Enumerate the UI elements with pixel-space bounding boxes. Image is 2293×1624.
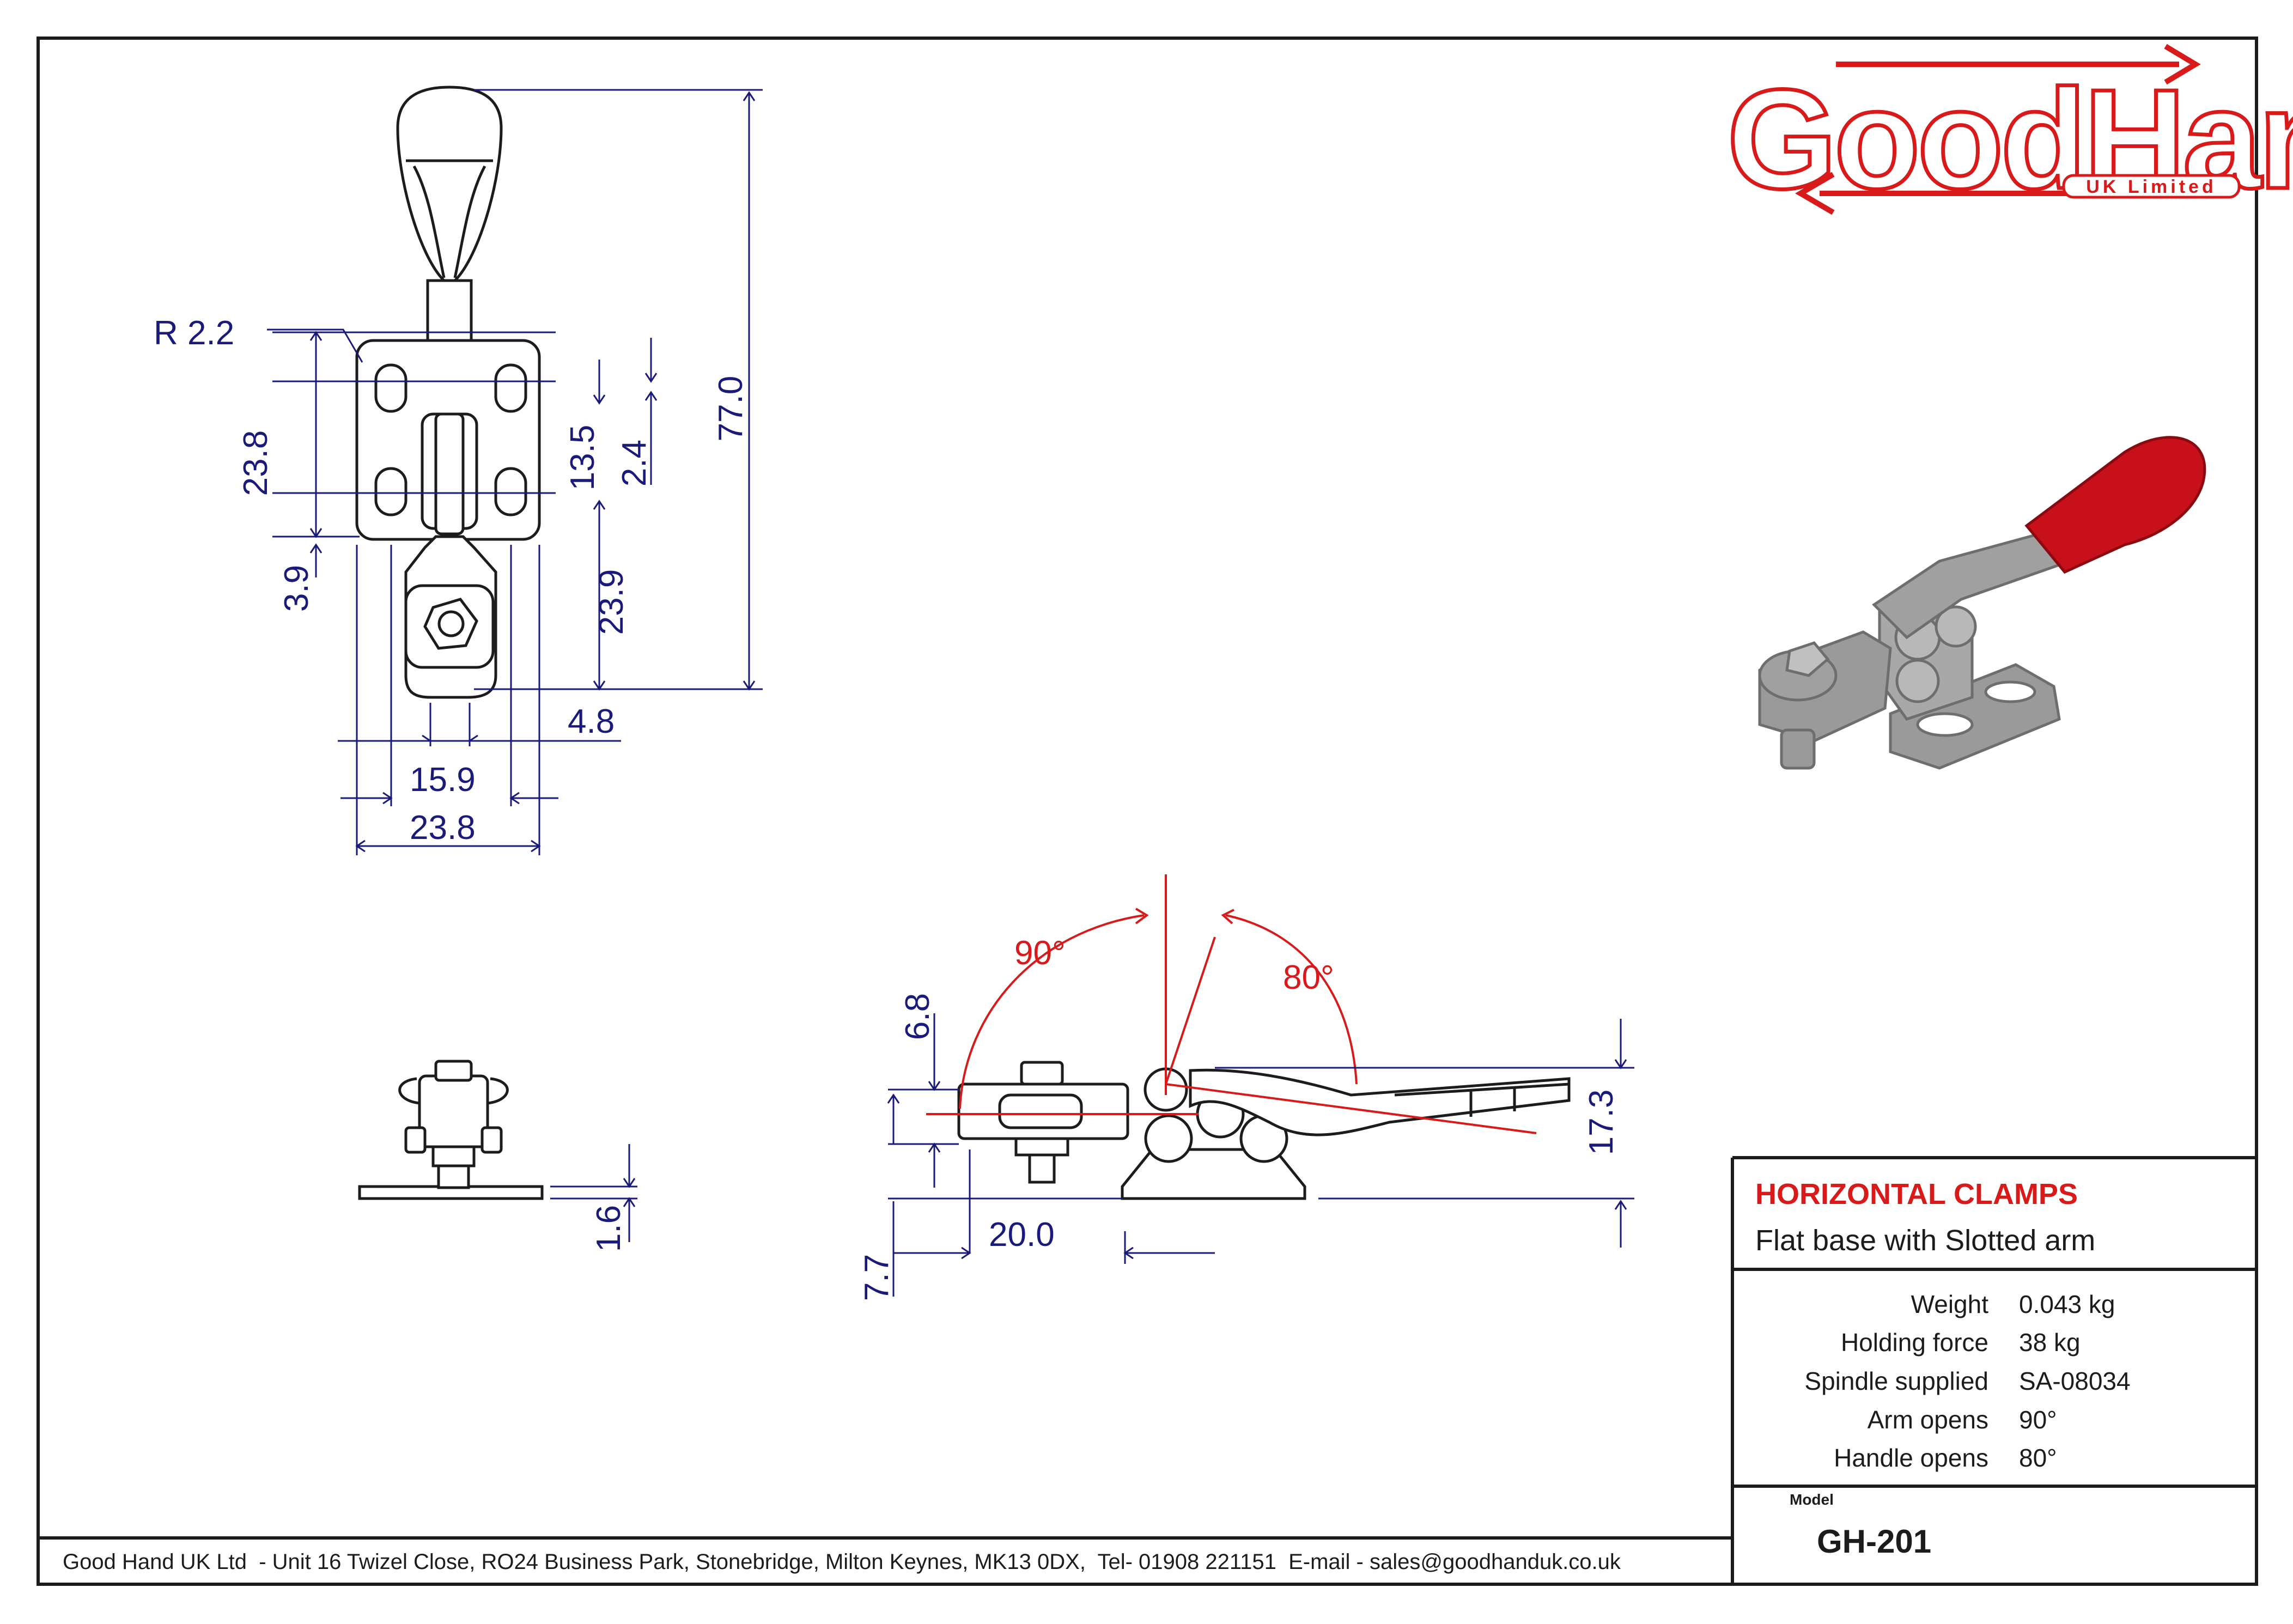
dim-arm-angle: 90° (1014, 934, 1066, 972)
spec-value-arm-opens: 90° (2019, 1406, 2057, 1434)
model-label: Model (1790, 1491, 1834, 1508)
spec-label-holding-force: Holding force (1841, 1328, 1988, 1357)
spec-value-holding-force: 38 kg (2019, 1328, 2081, 1357)
dim-reach: 20.0 (989, 1216, 1055, 1254)
logo-subtitle: UK Limited (2086, 177, 2216, 197)
title-block: HORIZONTAL CLAMPS Flat base with Slotted… (1731, 1156, 2256, 1584)
outer-frame (37, 37, 2258, 1586)
top-view: R 2.2 23.8 3.9 13.5 2.4 77.0 23.9 4.8 15… (154, 86, 763, 855)
dim-offset-left: 3.9 (278, 565, 315, 612)
spec-label-arm-opens: Arm opens (1868, 1406, 1988, 1434)
dim-base-offset: 7.7 (858, 1254, 896, 1301)
spec-value-spindle: SA-08034 (2019, 1367, 2131, 1395)
logo-sub-badge (2062, 174, 2241, 199)
footer-address: Good Hand UK Ltd - Unit 16 Twizel Close,… (63, 1550, 1621, 1574)
clamp-description: Flat base with Slotted arm (1755, 1224, 2095, 1257)
red-handle-grip (2024, 436, 2206, 574)
end-view: 1.6 (358, 1060, 637, 1252)
dim-handle-height: 17.3 (1583, 1090, 1620, 1155)
dim-arm-width: 4.8 (568, 703, 615, 740)
dim-base-thickness: 1.6 (590, 1205, 628, 1252)
dim-handle-angle: 80° (1283, 959, 1334, 996)
dim-spindle-height: 6.8 (899, 993, 936, 1040)
spec-label-weight: Weight (1911, 1290, 1989, 1318)
spec-label-handle-opens: Handle opens (1834, 1444, 1988, 1472)
product-render (1758, 436, 2206, 770)
spec-value-weight: 0.043 kg (2019, 1290, 2115, 1318)
dim-height-left: 23.8 (237, 430, 275, 496)
dim-base-width: 23.8 (410, 809, 476, 847)
dim-radius: R 2.2 (154, 314, 234, 352)
dim-slot-spacing: 13.5 (564, 425, 601, 491)
dim-arm-length: 23.9 (593, 569, 630, 635)
side-view: 90° 80° 6.8 7.7 20.0 17.3 (858, 874, 1634, 1301)
logo-arrow-top-icon (1836, 44, 2201, 85)
spec-label-spindle: Spindle supplied (1804, 1367, 1988, 1395)
dim-slot-pitch: 15.9 (410, 761, 476, 799)
model-number: GH-201 (1817, 1523, 1931, 1560)
logo-arrow-bottom-icon (1795, 172, 2087, 215)
spec-value-handle-opens: 80° (2019, 1444, 2057, 1472)
dim-slot-width: 2.4 (616, 440, 653, 486)
handle-grip-top (396, 86, 503, 282)
dim-overall-height: 77.0 (712, 376, 750, 442)
clamp-category: HORIZONTAL CLAMPS (1755, 1178, 2078, 1211)
